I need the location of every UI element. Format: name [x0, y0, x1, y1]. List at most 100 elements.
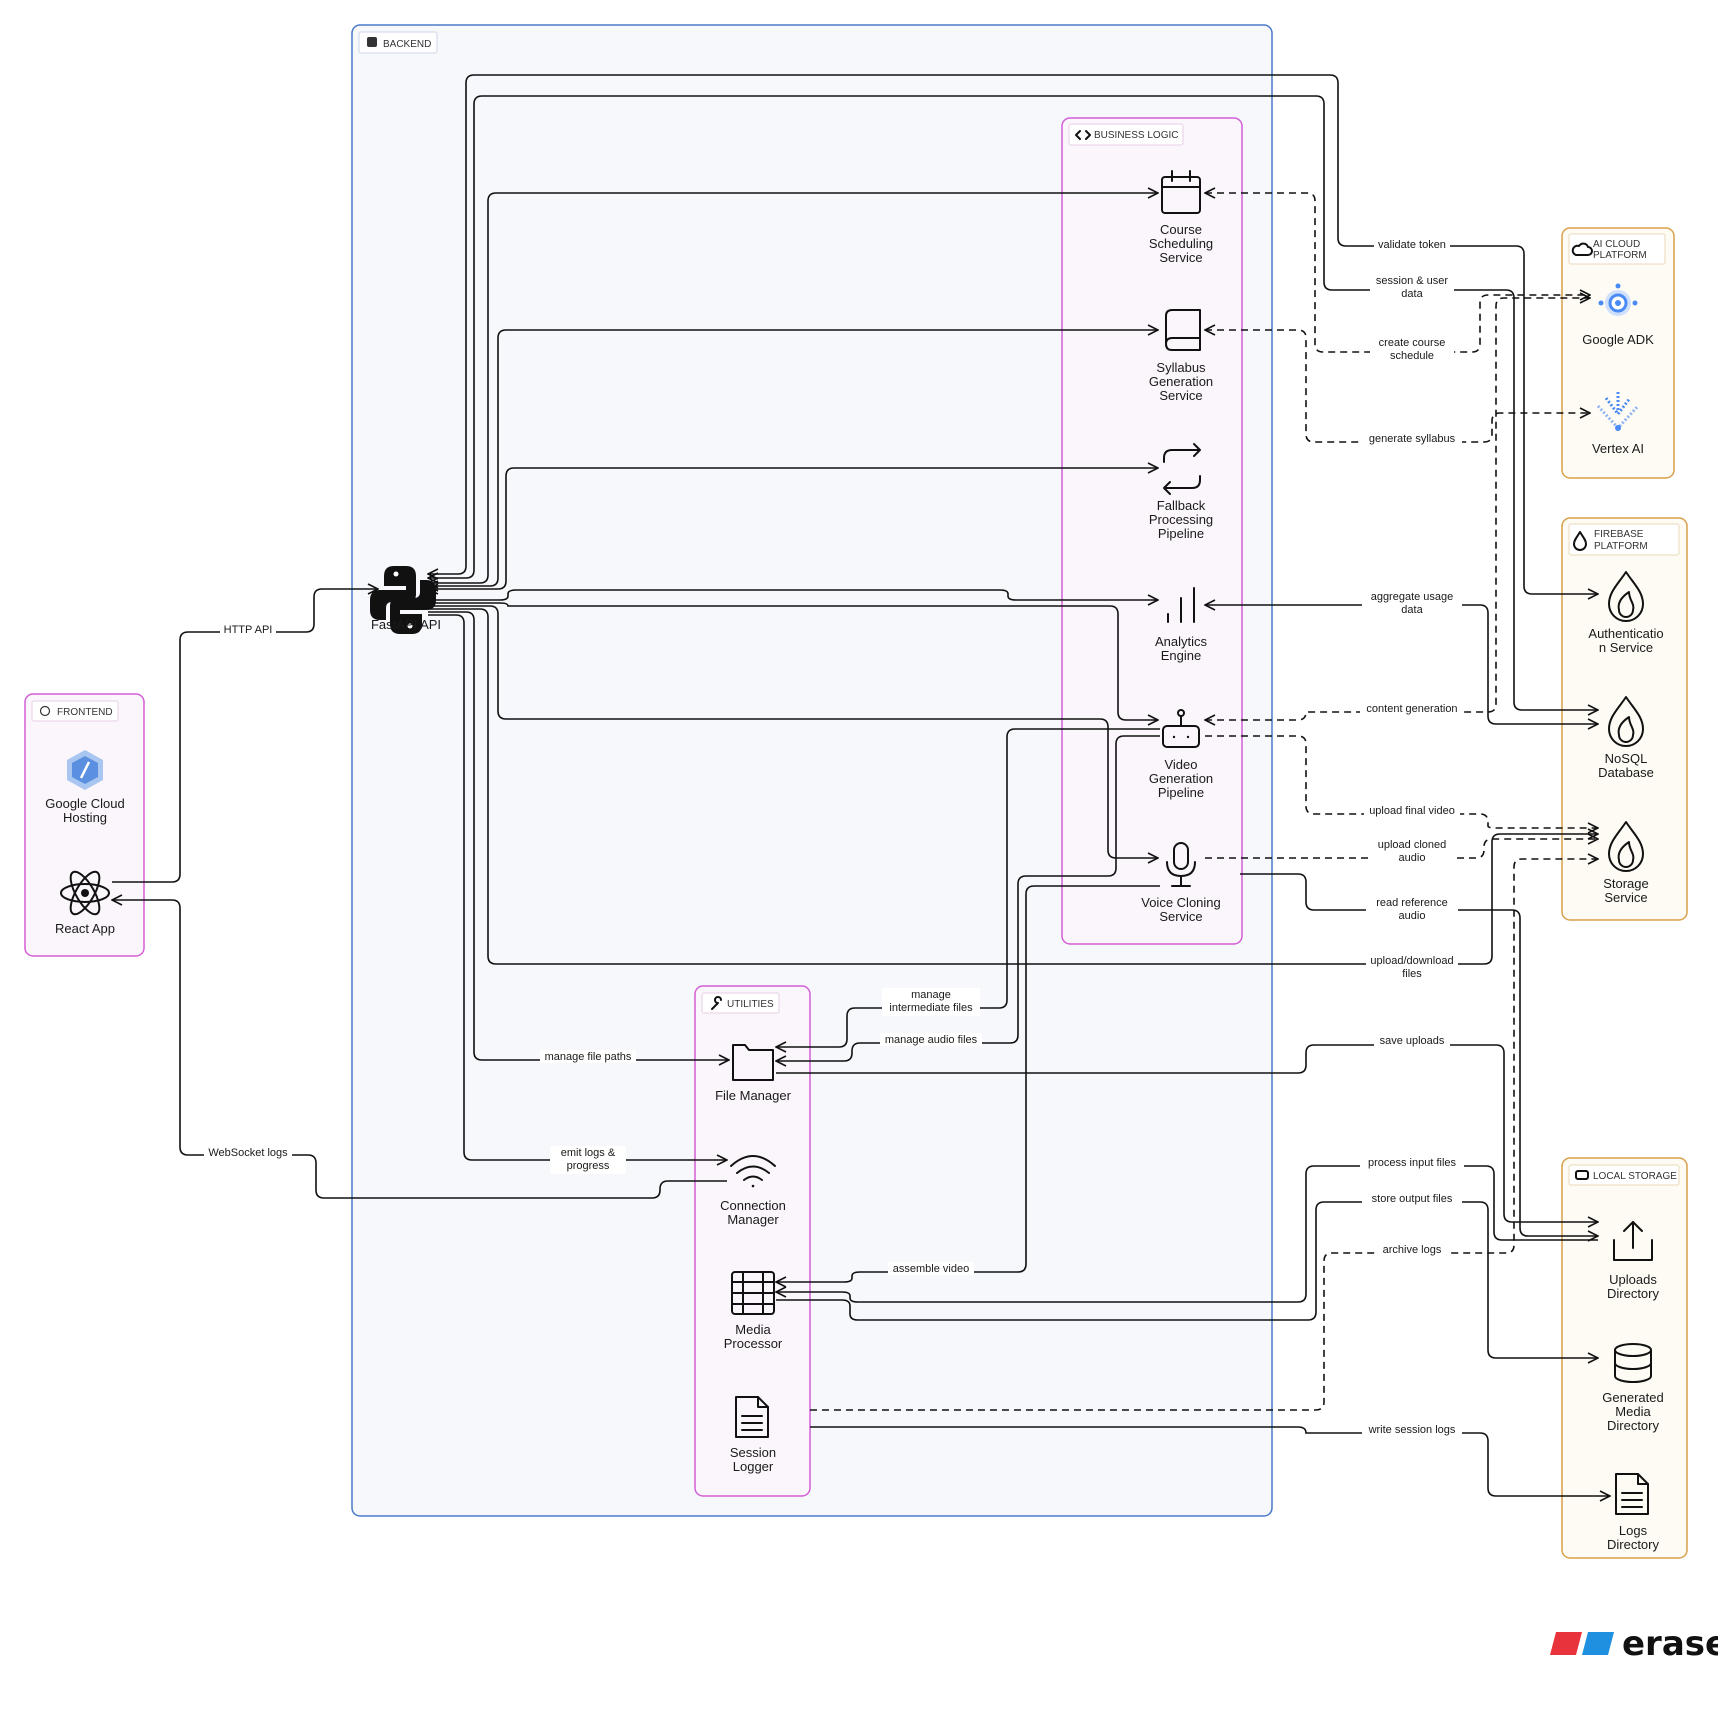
node-voice-label-1: Voice Cloning	[1141, 895, 1221, 910]
group-utilities-title: UTILITIES	[727, 999, 774, 1010]
node-connection-label-1: Connection	[720, 1198, 786, 1213]
node-video-pipeline[interactable]: Video Generation Pipeline	[1149, 709, 1213, 800]
node-fallback-label-2: Processing	[1149, 512, 1213, 527]
node-course-label-1: Course	[1160, 222, 1202, 237]
node-nosql-label-1: NoSQL	[1605, 751, 1648, 766]
node-logs-label-1: Logs	[1619, 1523, 1648, 1538]
group-local-storage: LOCAL STORAGE	[1561, 1157, 1688, 1559]
node-fastapi[interactable]: FastAPI API	[370, 566, 441, 634]
edge-process-input	[776, 1165, 1598, 1303]
document-icon	[735, 1396, 769, 1438]
label-emit-logs-2: progress	[567, 1160, 610, 1172]
edge-upload-final-video	[1205, 735, 1598, 828]
group-business-logic-title: BUSINESS LOGIC	[1094, 130, 1178, 141]
node-logs-label-2: Directory	[1607, 1537, 1660, 1552]
repeat-icon	[1163, 443, 1201, 495]
node-storage-service[interactable]: Storage Service	[1603, 821, 1649, 905]
node-syllabus[interactable]: Syllabus Generation Service	[1149, 309, 1213, 403]
node-syllabus-label-2: Generation	[1149, 374, 1213, 389]
node-fallback[interactable]: Fallback Processing Pipeline	[1149, 443, 1213, 541]
bar-chart-icon	[1167, 587, 1195, 623]
node-auth-service[interactable]: Authenticatio n Service	[1588, 571, 1664, 655]
group-firebase-title-1: FIREBASE	[1594, 529, 1644, 540]
edge-write-session-logs	[810, 1426, 1610, 1496]
node-media-processor-label-1: Media	[735, 1322, 771, 1337]
node-fallback-label-1: Fallback	[1157, 498, 1206, 513]
code-small-icon	[1075, 130, 1091, 140]
node-uploads-directory[interactable]: Uploads Directory	[1607, 1221, 1660, 1301]
node-google-cloud-hosting-label-1: Google Cloud	[45, 796, 125, 811]
node-vertex-ai[interactable]: Vertex AI	[1592, 392, 1644, 456]
node-generated-media-label-1: Generated	[1602, 1390, 1663, 1405]
node-fastapi-label: FastAPI API	[371, 617, 441, 632]
google-adk-icon	[1598, 283, 1638, 316]
node-react-app[interactable]: React App	[55, 868, 115, 936]
node-syllabus-label-1: Syllabus	[1156, 360, 1206, 375]
label-manage-intermediate-2: intermediate files	[889, 1002, 973, 1014]
eraser-wordmark: eraser	[1622, 1624, 1718, 1664]
group-frontend-title: FRONTEND	[57, 707, 113, 718]
python-icon	[370, 566, 436, 634]
label-emit-logs-1: emit logs &	[561, 1147, 616, 1159]
film-icon	[731, 1271, 775, 1315]
node-google-adk[interactable]: Google ADK	[1582, 283, 1654, 348]
node-voice-label-2: Service	[1159, 909, 1202, 924]
node-media-processor[interactable]: Media Processor	[724, 1271, 783, 1351]
label-manage-file-paths: manage file paths	[545, 1051, 632, 1063]
group-ai-cloud-title-2: PLATFORM	[1593, 250, 1647, 261]
node-session-logger[interactable]: Session Logger	[730, 1396, 776, 1474]
label-session-user-1: session & user	[1376, 275, 1448, 287]
node-analytics[interactable]: Analytics Engine	[1155, 587, 1208, 663]
label-read-reference-audio-2: audio	[1399, 910, 1426, 922]
node-connection-manager[interactable]: Connection Manager	[720, 1155, 786, 1227]
group-frontend: FRONTEND	[24, 693, 145, 957]
python-small-icon	[367, 37, 377, 47]
node-generated-media-label-3: Directory	[1607, 1418, 1660, 1433]
react-icon	[60, 870, 110, 916]
edge-store-output	[776, 1201, 1598, 1358]
node-file-manager-label: File Manager	[715, 1088, 792, 1103]
eraser-logo-icon	[1550, 1632, 1614, 1655]
edge-upload-download	[428, 608, 1598, 965]
node-syllabus-label-3: Service	[1159, 388, 1202, 403]
label-process-input: process input files	[1368, 1157, 1457, 1169]
group-utilities: UTILITIES	[694, 985, 811, 1497]
label-websocket-logs: WebSocket logs	[208, 1147, 288, 1159]
label-upload-cloned-audio-1: upload cloned	[1378, 839, 1447, 851]
node-vertex-ai-label: Vertex AI	[1592, 441, 1644, 456]
group-backend-title: BACKEND	[383, 39, 431, 50]
label-aggregate-usage-1: aggregate usage	[1371, 591, 1454, 603]
node-course-label-3: Service	[1159, 250, 1202, 265]
node-session-logger-label-2: Logger	[733, 1459, 774, 1474]
google-cloud-hosting-icon	[67, 750, 103, 790]
node-file-manager[interactable]: File Manager	[715, 1044, 792, 1103]
node-session-logger-label-1: Session	[730, 1445, 776, 1460]
label-upload-download-2: files	[1402, 968, 1422, 980]
label-generate-syllabus: generate syllabus	[1369, 433, 1456, 445]
node-nosql[interactable]: NoSQL Database	[1598, 696, 1654, 780]
edge-emit-logs	[428, 614, 727, 1160]
node-generated-media[interactable]: Generated Media Directory	[1602, 1343, 1664, 1433]
label-create-course-1: create course	[1379, 337, 1446, 349]
group-local-storage-title: LOCAL STORAGE	[1593, 1171, 1677, 1182]
node-logs-directory[interactable]: Logs Directory	[1607, 1473, 1660, 1552]
label-http-api: HTTP API	[224, 624, 273, 636]
label-save-uploads: save uploads	[1380, 1035, 1445, 1047]
node-course-scheduling[interactable]: Course Scheduling Service	[1149, 170, 1213, 265]
edge-websocket-logs	[112, 900, 727, 1199]
group-firebase-title-2: PLATFORM	[1594, 541, 1648, 552]
node-google-cloud-hosting[interactable]: Google Cloud Hosting	[45, 750, 125, 825]
node-uploads-label-1: Uploads	[1609, 1272, 1657, 1287]
label-assemble-video: assemble video	[893, 1263, 969, 1275]
node-voice-cloning[interactable]: Voice Cloning Service	[1141, 842, 1221, 924]
edge-read-reference-audio	[1240, 873, 1598, 1236]
document-icon	[1615, 1473, 1649, 1515]
node-google-cloud-hosting-label-2: Hosting	[63, 810, 107, 825]
node-auth-label-1: Authenticatio	[1588, 626, 1663, 641]
react-small-icon	[39, 705, 51, 717]
node-fallback-label-3: Pipeline	[1158, 526, 1204, 541]
node-course-label-2: Scheduling	[1149, 236, 1213, 251]
node-storage-label-1: Storage	[1603, 876, 1649, 891]
microphone-icon	[1166, 842, 1196, 887]
